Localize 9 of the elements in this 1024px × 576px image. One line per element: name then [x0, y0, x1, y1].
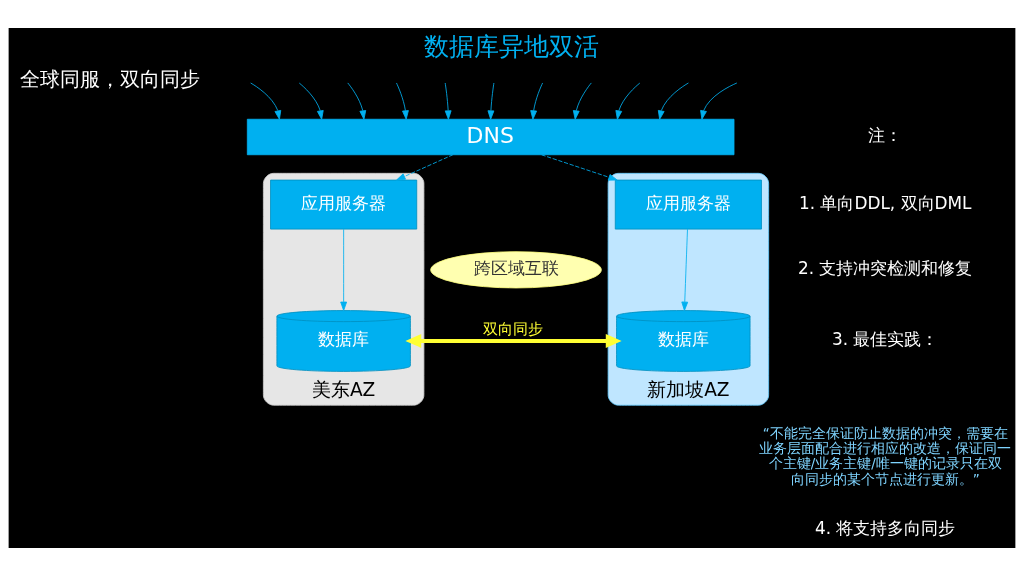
- label: 4. 将支持多向同步: [815, 517, 956, 538]
- label: 注：: [868, 125, 903, 146]
- label: “不能完全保证防止数据的冲突，需要在业务层面配合进行相应的改造，保证同一个主键/业务主键/唯一键的记录只在双向同步的某个节点进行更新。”: [759, 424, 1012, 487]
- label: 3. 最佳实践：: [832, 329, 939, 350]
- label: 全球同服，双向同步: [20, 67, 201, 92]
- label: 1. 单向DDL, 双向DML: [798, 192, 972, 213]
- label: 2. 支持冲突检测和修复: [798, 258, 973, 279]
- edge-label: 双向同步: [483, 319, 544, 338]
- diagram-title: 数据库异地双活: [424, 31, 600, 62]
